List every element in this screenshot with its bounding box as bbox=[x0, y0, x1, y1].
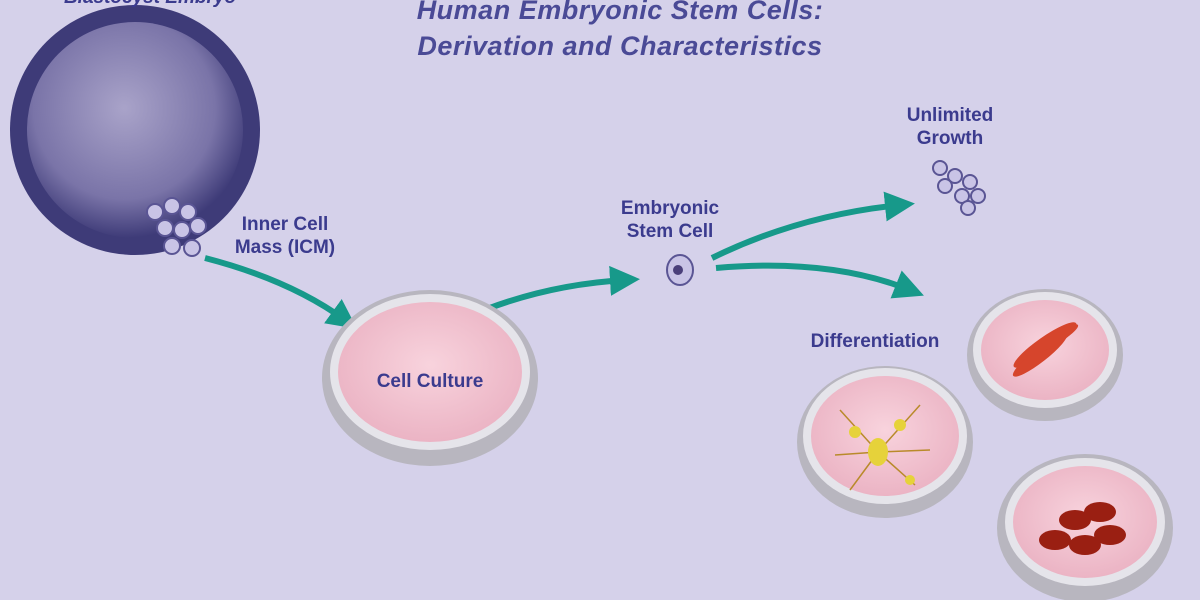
blastocyst-label: Blastocyst Embryo bbox=[50, 0, 250, 9]
title-line-1: Human Embryonic Stem Cells: bbox=[416, 0, 824, 25]
arrow-to-differentiation bbox=[715, 262, 924, 299]
blood-cell-dish bbox=[997, 454, 1173, 600]
unlimited-growth-cells bbox=[932, 160, 986, 216]
arrow-icm-to-culture bbox=[204, 255, 358, 329]
muscle-dish bbox=[967, 289, 1123, 421]
inner-cell-mass bbox=[146, 197, 207, 257]
page-title: Human Embryonic Stem Cells: Derivation an… bbox=[330, 0, 910, 64]
neuron-dish bbox=[797, 366, 973, 518]
cell-culture-label: Cell Culture bbox=[376, 371, 484, 392]
arrow-to-unlimited-growth bbox=[710, 191, 915, 261]
title-line-2: Derivation and Characteristics bbox=[417, 31, 823, 61]
embryonic-stem-cell-label: Embryonic Stem Cell bbox=[620, 198, 720, 242]
unlimited-growth-label: Unlimited Growth bbox=[906, 105, 994, 149]
embryonic-stem-cell bbox=[666, 254, 694, 286]
blastocyst-embryo bbox=[10, 5, 260, 255]
icm-label: Inner Cell Mass (ICM) bbox=[234, 214, 336, 258]
differentiation-label: Differentiation bbox=[810, 331, 940, 352]
cell-culture-dish bbox=[322, 290, 538, 466]
